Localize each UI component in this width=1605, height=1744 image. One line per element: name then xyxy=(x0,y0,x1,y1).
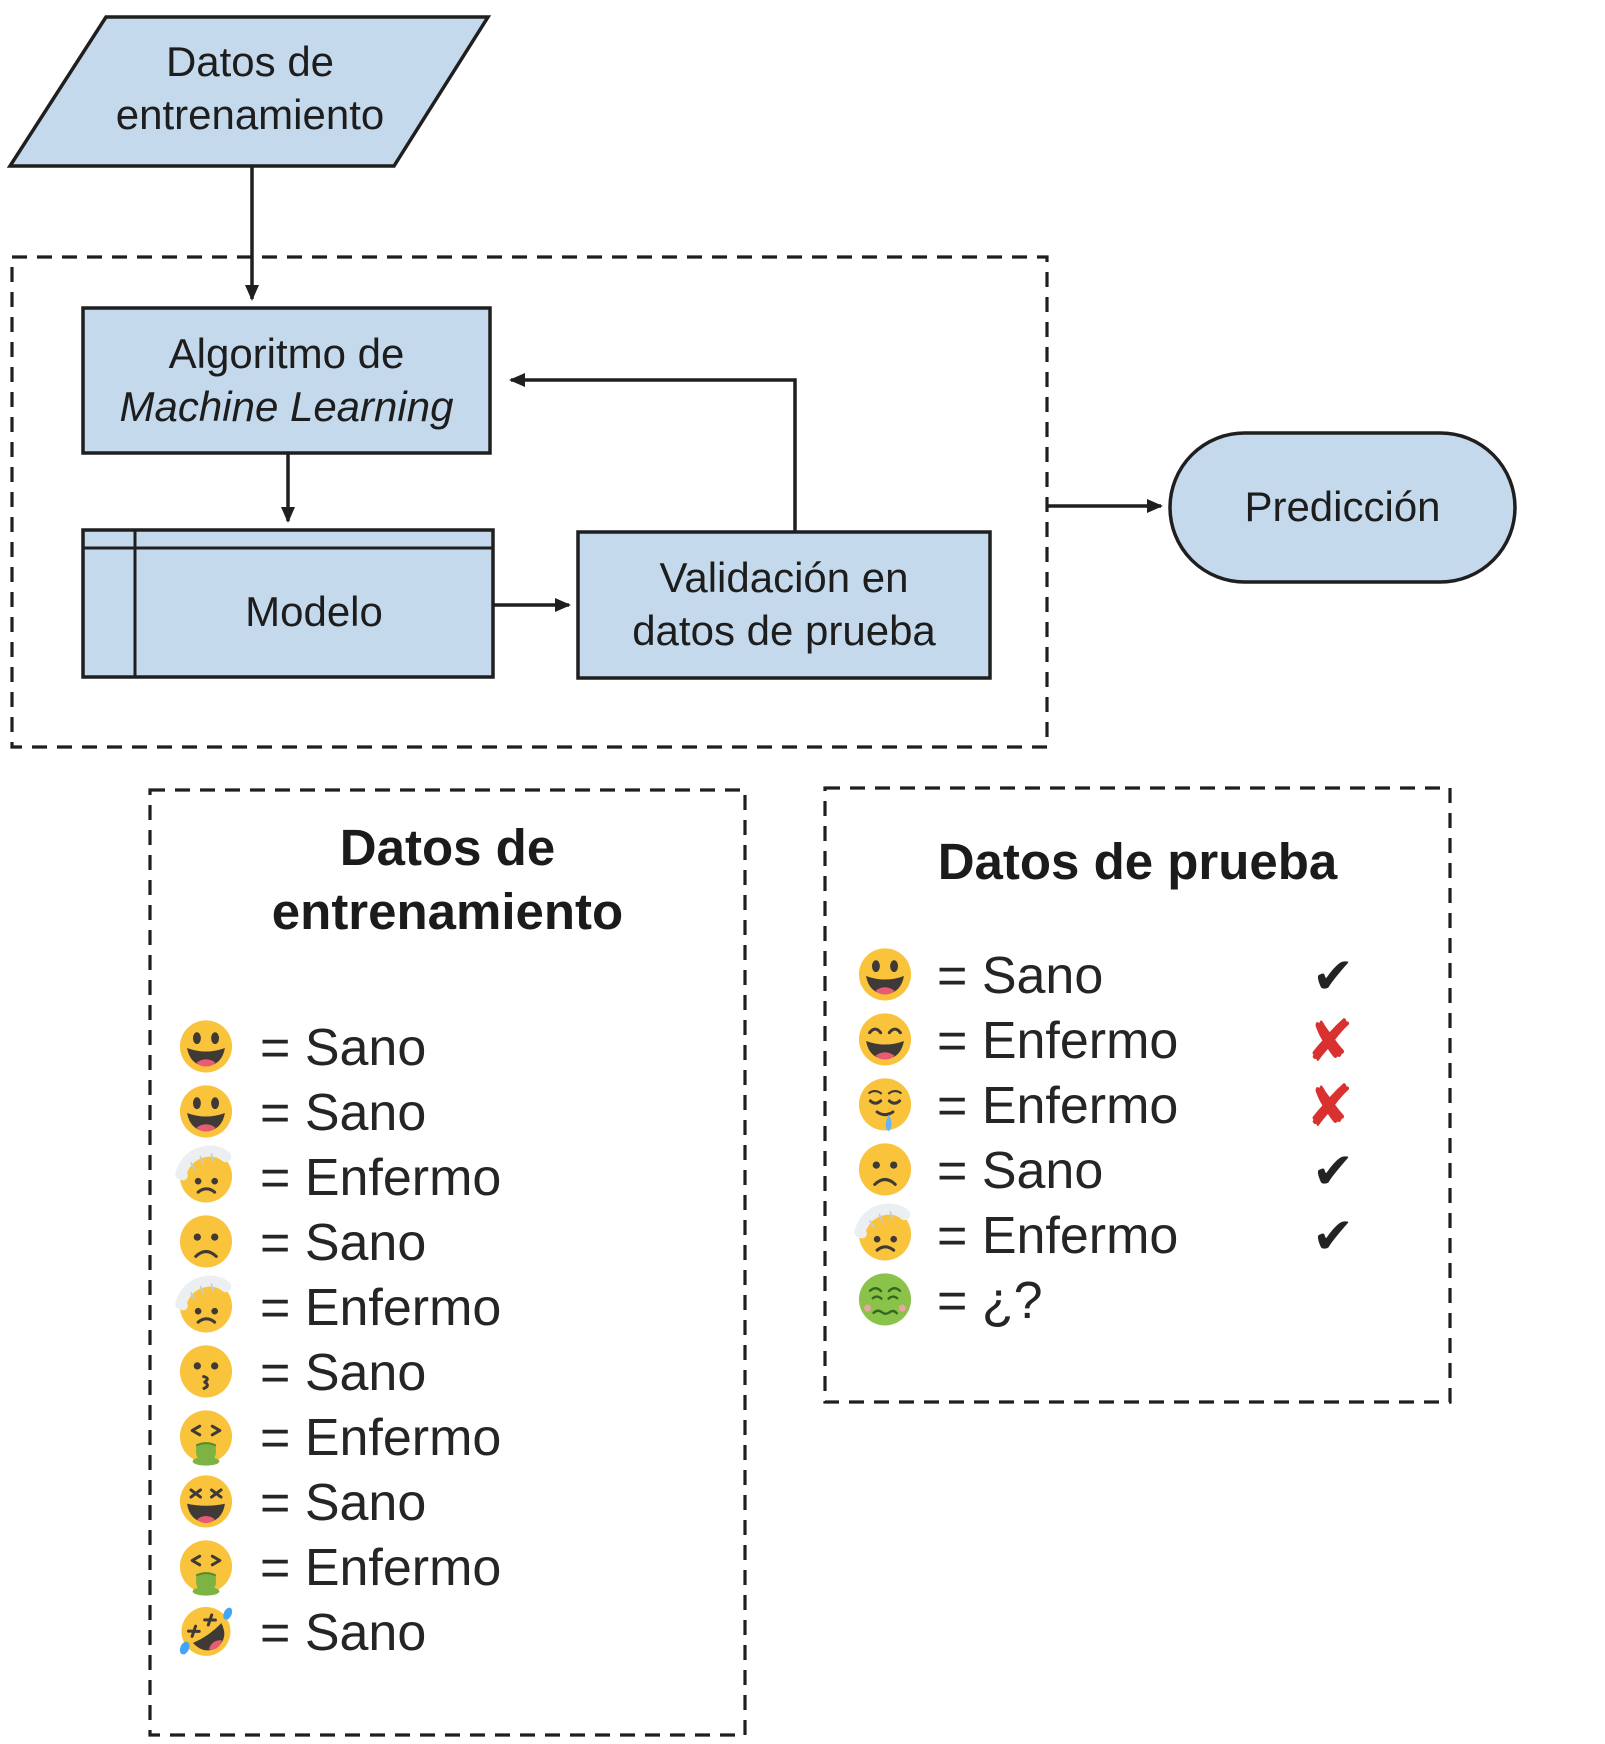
training-legend-title: Datos de entrenamiento xyxy=(150,816,745,945)
training-row: = Sano xyxy=(150,1471,745,1536)
training-row: = Sano xyxy=(150,1595,745,1668)
training-legend-box xyxy=(148,788,747,1737)
emoji-drool-icon xyxy=(855,1076,915,1136)
training-row: = Enfermo xyxy=(150,1276,745,1341)
training-row: = Sano xyxy=(150,1341,745,1406)
test-row: = Enfermo ✔ xyxy=(825,1203,1450,1268)
row-label: = Enfermo xyxy=(937,1206,1179,1265)
row-label: = Sano xyxy=(260,1019,427,1077)
model-box xyxy=(81,528,495,679)
algorithm-box xyxy=(81,306,492,455)
check-icon: ✔ xyxy=(1312,1141,1354,1200)
test-legend: Datos de prueba = Sano ✔ = Enfermo ✘ = E… xyxy=(825,788,1450,1402)
row-label: = Sano xyxy=(260,1084,427,1142)
row-label: = Enfermo xyxy=(260,1279,502,1337)
row-label: = Sano xyxy=(937,1141,1104,1200)
test-rows: = Sano ✔ = Enfermo ✘ = Enfermo ✘ = Sano … xyxy=(825,943,1450,1333)
test-legend-box xyxy=(823,786,1452,1404)
emoji-head-bandage-icon xyxy=(176,1278,236,1338)
emoji-nauseated-icon xyxy=(855,1271,915,1331)
row-label: = Sano xyxy=(260,1344,427,1402)
emoji-grin-tongue-icon xyxy=(176,1018,236,1078)
training-row: = Enfermo xyxy=(150,1406,745,1471)
training-title-line2: entrenamiento xyxy=(271,883,624,941)
row-label: = Sano xyxy=(260,1474,427,1532)
test-row: = ¿? xyxy=(825,1268,1450,1333)
input-parallelogram xyxy=(6,15,492,168)
row-label: = Enfermo xyxy=(260,1409,502,1467)
training-rows: = Sano = Sano = Enfermo = Sano = Enfermo… xyxy=(150,1016,745,1668)
training-row: = Sano xyxy=(150,1016,745,1081)
emoji-head-bandage-icon xyxy=(176,1148,236,1208)
row-label: = Enfermo xyxy=(937,1076,1179,1135)
test-legend-title: Datos de prueba xyxy=(825,830,1450,894)
pipeline-dashed-box xyxy=(10,255,1049,749)
test-row: = Sano ✔ xyxy=(825,1138,1450,1203)
emoji-grin-tongue-icon xyxy=(855,946,915,1006)
emoji-squint-laugh-icon xyxy=(176,1473,236,1533)
test-row: = Sano ✔ xyxy=(825,943,1450,1008)
row-label: = Enfermo xyxy=(937,1011,1179,1070)
test-title-text: Datos de prueba xyxy=(937,833,1338,890)
training-row: = Sano xyxy=(150,1211,745,1276)
training-legend: Datos de entrenamiento = Sano = Sano = E… xyxy=(150,790,745,1735)
check-icon: ✔ xyxy=(1312,946,1354,1005)
emoji-vomit-icon xyxy=(176,1408,236,1468)
row-label: = Enfermo xyxy=(260,1539,502,1597)
row-label: = ¿? xyxy=(937,1271,1043,1330)
test-row: = Enfermo ✘ xyxy=(825,1008,1450,1073)
training-row: = Sano xyxy=(150,1081,745,1146)
training-row: = Enfermo xyxy=(150,1536,745,1601)
test-row: = Enfermo ✘ xyxy=(825,1073,1450,1138)
prediction-stadium xyxy=(1168,431,1517,584)
emoji-vomit-icon xyxy=(176,1538,236,1598)
arrow-validation-to-algorithm xyxy=(509,373,797,532)
row-label: = Sano xyxy=(260,1604,427,1662)
emoji-grin-smile-eyes-icon xyxy=(855,1011,915,1071)
training-title-line1: Datos de xyxy=(339,819,556,876)
cross-icon: ✘ xyxy=(1305,1006,1354,1075)
emoji-head-bandage-icon xyxy=(855,1206,915,1266)
emoji-kissing-icon xyxy=(176,1343,236,1403)
emoji-frown-icon xyxy=(855,1141,915,1201)
row-label: = Enfermo xyxy=(260,1149,502,1207)
row-label: = Sano xyxy=(260,1214,427,1272)
emoji-frown-icon xyxy=(176,1213,236,1273)
validation-box xyxy=(576,530,992,680)
cross-icon: ✘ xyxy=(1305,1071,1354,1140)
row-label: = Sano xyxy=(937,946,1104,1005)
emoji-rofl-icon xyxy=(170,1595,242,1668)
check-icon: ✔ xyxy=(1312,1206,1354,1265)
emoji-grin-tongue-icon xyxy=(176,1083,236,1143)
training-row: = Enfermo xyxy=(150,1146,745,1211)
